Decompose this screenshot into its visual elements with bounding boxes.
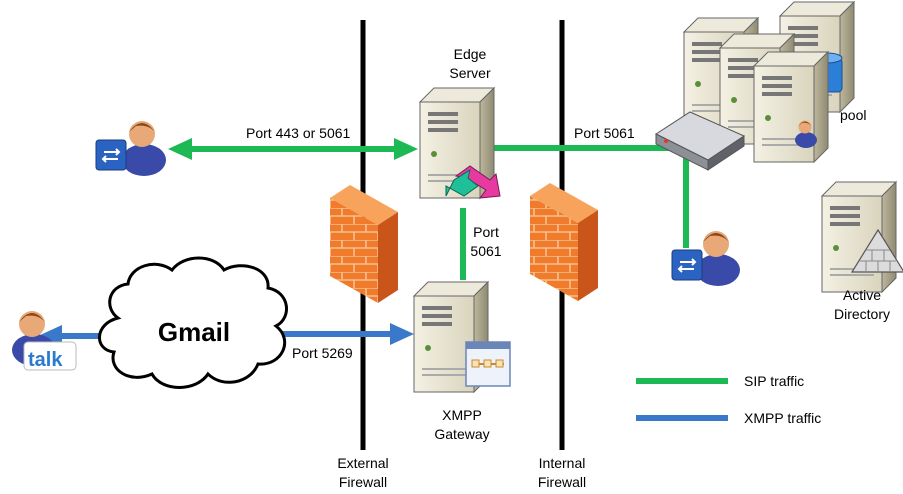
- xmpp-gateway-badge-icon: [465, 341, 511, 387]
- external-firewall-label-line1: External: [337, 455, 389, 471]
- edge-server-label-line2: Server: [449, 65, 491, 81]
- legend-xmpp-label: XMPP traffic: [744, 410, 822, 426]
- pool-label: pool: [840, 107, 867, 123]
- active-directory-server-icon: [821, 181, 897, 293]
- xmpp-gateway-label-line2: Gateway: [434, 426, 490, 442]
- external-firewall-label: External Firewall: [323, 454, 403, 492]
- active-directory-label-line1: Active: [842, 287, 882, 303]
- active-directory-pyramid-icon: [850, 228, 903, 273]
- google-talk-logo-text: talk: [28, 349, 63, 371]
- internal-firewall-icon: [530, 183, 598, 301]
- edge-direction-arrows-icon: [445, 165, 501, 199]
- port-5269-label: Port 5269: [292, 345, 353, 361]
- network-switch-icon: [654, 111, 746, 171]
- pool-servers-icon: [683, 1, 855, 163]
- internal-firewall-label-line1: Internal: [538, 455, 586, 471]
- legend-sip-label: SIP traffic: [744, 373, 805, 389]
- active-directory-label: Active Directory: [822, 286, 902, 324]
- internal-firewall-label-line2: Firewall: [537, 474, 587, 490]
- internal-user-icon: [671, 231, 740, 286]
- edge-server-label: Edge Server: [435, 45, 505, 83]
- xmpp-gateway-label-line1: XMPP: [442, 407, 482, 423]
- external-user-icon: [95, 121, 166, 176]
- gmail-label: Gmail: [157, 317, 231, 347]
- xmpp-connection-gmail-gateway: [278, 323, 414, 345]
- port-5061-internal-label: Port 5061: [574, 125, 635, 141]
- sip-connection-external-user: [168, 138, 418, 160]
- edge-server-label-line1: Edge: [453, 46, 487, 62]
- active-directory-label-line2: Directory: [833, 306, 890, 322]
- google-talk-user-icon: [12, 311, 77, 371]
- port-5061-gateway-label: Port 5061: [466, 223, 506, 261]
- gmail-cloud-icon: [98, 256, 288, 389]
- external-firewall-icon: [330, 185, 398, 303]
- internal-firewall-label: Internal Firewall: [522, 454, 602, 492]
- port-443-5061-label: Port 443 or 5061: [246, 125, 351, 141]
- port-5061-gateway-line2: 5061: [470, 243, 502, 259]
- port-5061-gateway-line1: Port: [473, 224, 499, 240]
- xmpp-gateway-label: XMPP Gateway: [422, 406, 502, 444]
- external-firewall-label-line2: Firewall: [338, 474, 388, 490]
